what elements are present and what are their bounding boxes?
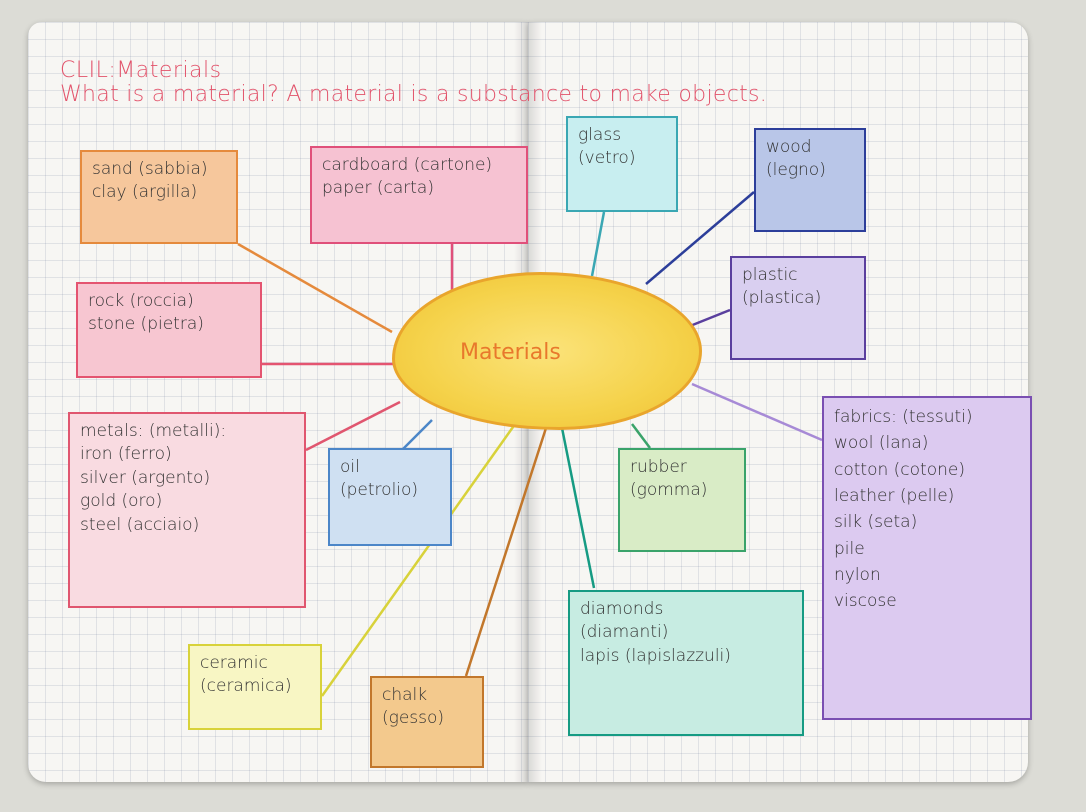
box-line: (vetro) — [578, 148, 636, 169]
box-line: nylon — [834, 565, 881, 586]
box-line: silk (seta) — [834, 512, 918, 533]
box-line: diamonds — [580, 599, 664, 619]
box-line: wood — [766, 137, 812, 157]
box-line: wool (lana) — [834, 433, 929, 454]
box-line: (gesso) — [382, 708, 445, 729]
definition-sentence: What is a material? A material is a subs… — [60, 82, 768, 107]
box-line: pile — [834, 538, 865, 559]
link-metals — [305, 400, 401, 452]
link-glass — [590, 211, 606, 277]
box-line: leather (pelle) — [834, 486, 955, 507]
box-oil: oil (petrolio) — [328, 448, 452, 546]
link-sand — [237, 242, 393, 334]
box-line: iron (ferro) — [80, 444, 172, 465]
box-line: (petrolio) — [340, 480, 419, 501]
box-rubber: rubber (gomma) — [618, 448, 746, 552]
center-bubble — [392, 272, 702, 430]
box-rock: rock (roccia) stone (pietra) — [76, 282, 262, 378]
box-line: plastic — [742, 265, 798, 285]
box-line: gold (oro) — [80, 491, 163, 512]
box-line: oil — [340, 457, 360, 477]
page-title: CLIL:Materials — [60, 58, 222, 83]
box-line: silver (argento) — [80, 467, 211, 488]
box-line: clay (argilla) — [92, 182, 198, 203]
link-oil — [399, 419, 433, 453]
box-sand: sand (sabbia) clay (argilla) — [80, 150, 238, 244]
link-fabrics — [691, 382, 823, 442]
box-line: ceramic — [200, 653, 268, 673]
box-line: cardboard (cartone) — [322, 155, 493, 175]
center-label: Materials — [460, 340, 561, 365]
box-line: stone (pietra) — [88, 314, 204, 335]
link-wood — [645, 191, 755, 285]
box-plastic: plastic (plastica) — [730, 256, 866, 360]
link-rubber — [631, 423, 651, 449]
box-line: sand (sabbia) — [92, 159, 208, 179]
box-line: rock (roccia) — [88, 291, 194, 311]
box-line: rubber — [630, 457, 687, 477]
box-line: (gomma) — [630, 480, 708, 501]
box-line: viscose — [834, 591, 897, 612]
box-line: metals: (metalli): — [80, 421, 227, 441]
box-line: lapis (lapislazzuli) — [580, 645, 731, 666]
box-line: (legno) — [766, 160, 826, 181]
box-line: (ceramica) — [200, 676, 292, 697]
box-line: paper (carta) — [322, 178, 434, 199]
box-line: cotton (cotone) — [834, 459, 965, 480]
box-chalk: chalk (gesso) — [370, 676, 484, 768]
box-ceramic: ceramic (ceramica) — [188, 644, 322, 730]
box-glass: glass (vetro) — [566, 116, 678, 212]
link-ceramic — [320, 419, 520, 697]
box-line: (diamanti) — [580, 622, 669, 643]
box-line: fabrics: (tessuti) — [834, 407, 973, 427]
link-plastic — [689, 308, 731, 328]
link-diamonds — [560, 427, 596, 589]
box-wood: wood (legno) — [754, 128, 866, 232]
box-line: chalk — [382, 685, 428, 705]
box-diamonds: diamonds (diamanti) lapis (lapislazzuli) — [568, 590, 804, 736]
box-line: (plastica) — [742, 288, 822, 309]
link-chalk — [464, 427, 548, 677]
box-cardboard: cardboard (cartone) paper (carta) — [310, 146, 528, 244]
box-line: steel (acciaio) — [80, 514, 200, 535]
box-line: glass — [578, 125, 622, 145]
box-metals: metals: (metalli): iron (ferro) silver (… — [68, 412, 306, 608]
box-fabrics: fabrics: (tessuti) wool (lana) cotton (c… — [822, 396, 1032, 720]
